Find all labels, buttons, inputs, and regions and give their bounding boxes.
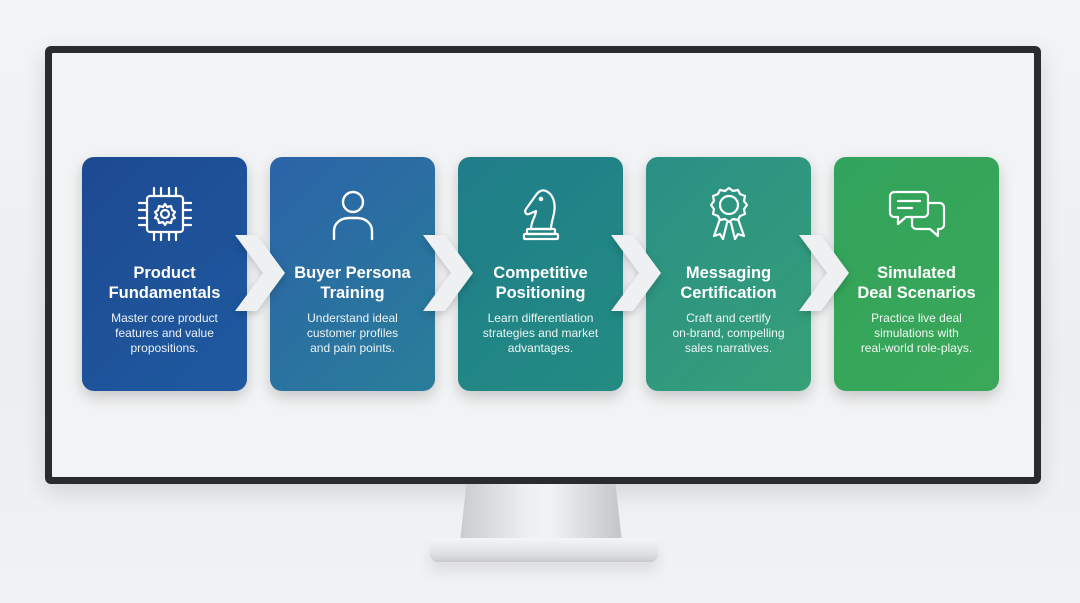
monitor-screen: Product Fundamentals Master core product… bbox=[52, 53, 1034, 477]
step-card-product-fundamentals: Product Fundamentals Master core product… bbox=[82, 157, 247, 391]
step-title: Messaging Certification bbox=[652, 263, 805, 303]
step-desc-line: sales narratives. bbox=[684, 341, 773, 355]
step-desc-line: advantages. bbox=[507, 341, 574, 355]
chevron-arrow-icon bbox=[799, 235, 849, 311]
step-desc-line: Learn differentiation bbox=[487, 311, 594, 325]
person-icon bbox=[322, 183, 384, 245]
chip-gear-icon bbox=[134, 183, 196, 245]
step-description: Learn differentiation strategies and mar… bbox=[468, 311, 613, 356]
monitor-frame: Product Fundamentals Master core product… bbox=[45, 46, 1041, 484]
monitor-stand-base bbox=[430, 538, 658, 562]
step-title: Simulated Deal Scenarios bbox=[840, 263, 993, 303]
step-title-line: Certification bbox=[680, 284, 777, 302]
step-description: Craft and certify on-brand, compelling s… bbox=[656, 311, 801, 356]
step-title: Competitive Positioning bbox=[464, 263, 617, 303]
award-ribbon-icon bbox=[698, 183, 760, 245]
chevron-arrow-icon bbox=[611, 235, 661, 311]
step-description: Understand ideal customer profiles and p… bbox=[280, 311, 425, 356]
step-card-simulated-deal-scenarios: Simulated Deal Scenarios Practice live d… bbox=[834, 157, 999, 391]
step-title-line: Fundamentals bbox=[108, 284, 221, 302]
step-card-messaging-certification: Messaging Certification Craft and certif… bbox=[646, 157, 811, 391]
step-card-competitive-positioning: Competitive Positioning Learn differenti… bbox=[458, 157, 623, 391]
step-description: Master core product features and value p… bbox=[92, 311, 237, 356]
step-desc-line: propositions. bbox=[130, 341, 199, 355]
monitor-stand-neck bbox=[460, 484, 622, 542]
step-title-line: Deal Scenarios bbox=[857, 284, 976, 302]
step-desc-line: simulations with bbox=[874, 326, 959, 340]
step-title-line: Messaging bbox=[685, 264, 772, 282]
step-title: Product Fundamentals bbox=[88, 263, 241, 303]
step-title: Buyer Persona Training bbox=[276, 263, 429, 303]
step-card-buyer-persona-training: Buyer Persona Training Understand ideal … bbox=[270, 157, 435, 391]
chevron-arrow-icon bbox=[423, 235, 473, 311]
step-desc-line: customer profiles bbox=[306, 326, 399, 340]
step-desc-line: Master core product bbox=[111, 311, 218, 325]
step-desc-line: on-brand, compelling bbox=[672, 326, 785, 340]
step-title-line: Product bbox=[133, 264, 196, 282]
step-title-line: Positioning bbox=[495, 284, 586, 302]
step-desc-line: Understand ideal bbox=[307, 311, 398, 325]
step-title-line: Simulated bbox=[877, 264, 956, 282]
step-desc-line: real-world role-plays. bbox=[860, 341, 973, 355]
step-desc-line: Craft and certify bbox=[686, 311, 771, 325]
chevron-arrow-icon bbox=[235, 235, 285, 311]
chess-knight-icon bbox=[510, 183, 572, 245]
step-desc-line: and pain points. bbox=[310, 341, 395, 355]
step-desc-line: strategies and market bbox=[482, 326, 599, 340]
step-title-line: Competitive bbox=[493, 264, 588, 282]
chat-bubbles-icon bbox=[886, 183, 948, 245]
step-description: Practice live deal simulations with real… bbox=[844, 311, 989, 356]
step-title-line: Training bbox=[320, 284, 385, 302]
step-title-line: Buyer Persona bbox=[294, 264, 411, 282]
step-desc-line: Practice live deal bbox=[871, 311, 962, 325]
step-desc-line: features and value bbox=[115, 326, 214, 340]
